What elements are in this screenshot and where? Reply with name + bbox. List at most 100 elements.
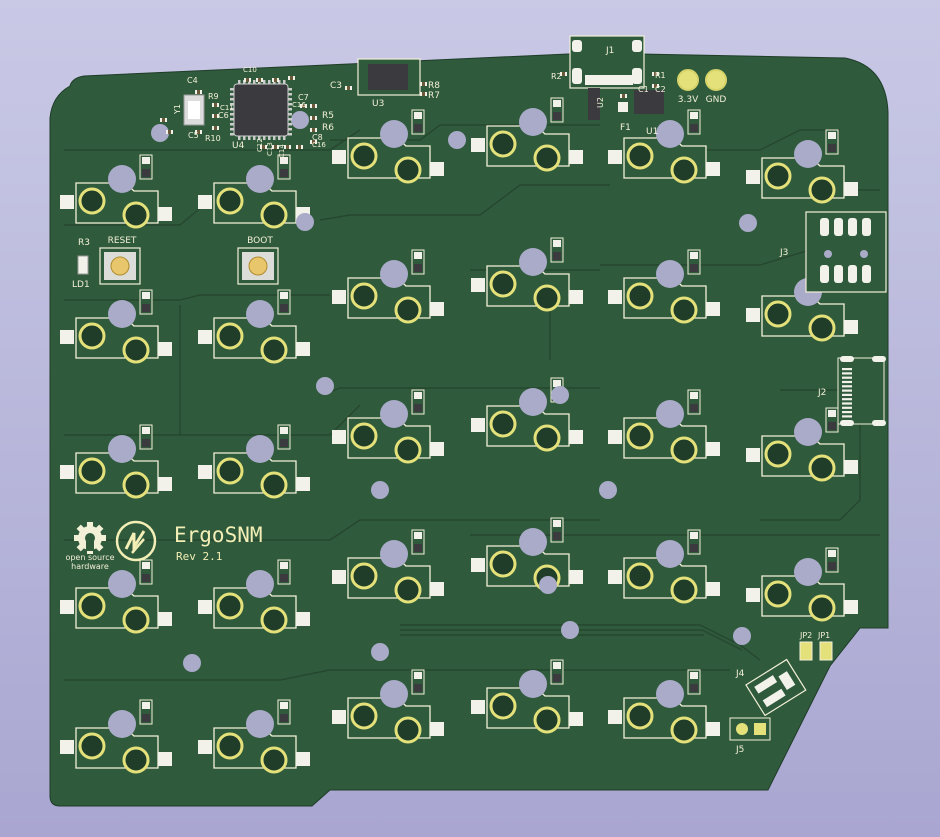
mounting-hole: [739, 214, 757, 232]
switch-footprints: [60, 97, 858, 774]
ergosnm-logo: [115, 520, 157, 562]
label-reset: RESET: [108, 236, 137, 246]
label-r6: R6: [322, 123, 334, 133]
regulator-body: [368, 64, 408, 90]
label-jp2: JP2: [799, 631, 812, 640]
key-switch-footprint: [332, 669, 444, 744]
key-switch-footprint: [60, 699, 172, 774]
jumper-jp1: [819, 641, 833, 661]
label-3v3: 3.3V: [678, 95, 699, 105]
mounting-hole: [151, 124, 169, 142]
key-switch-footprint: [471, 97, 583, 172]
mounting-hole: [539, 576, 557, 594]
key-switch-footprint: [471, 237, 583, 312]
fpc-connector-j2: [837, 356, 886, 426]
label-c7: C7: [298, 93, 309, 102]
label-j2: J2: [817, 388, 826, 398]
label-gnd: GND: [706, 95, 727, 105]
label-r9: R9: [208, 92, 219, 101]
key-switch-footprint: [332, 529, 444, 604]
led-ld1: [77, 255, 89, 275]
slide-switch-j4: [745, 658, 807, 717]
label-r8: R8: [428, 81, 440, 91]
key-switch-footprint: [60, 559, 172, 634]
label-c1: C1: [638, 85, 649, 94]
copper-traces: [64, 124, 880, 681]
label-u4: U4: [232, 141, 245, 151]
label-u2: U2: [596, 97, 605, 108]
mounting-hole: [371, 643, 389, 661]
usb-connector-j1: [569, 35, 664, 120]
label-j5: J5: [735, 745, 744, 755]
label-c12: C12: [256, 138, 264, 152]
label-j1: J1: [605, 46, 614, 56]
mcu-u4: [233, 83, 289, 137]
label-c16: C16: [312, 141, 326, 149]
oshw-logo: [74, 522, 106, 554]
mcu-area: [160, 58, 659, 149]
mounting-hole: [183, 654, 201, 672]
key-switch-footprint: [746, 129, 858, 204]
board-name: ErgoSNM: [174, 523, 263, 547]
label-r1: R1: [655, 71, 666, 80]
jumper-jp2: [799, 641, 813, 661]
key-switch-footprint: [608, 529, 720, 604]
label-c14: C14: [278, 144, 286, 158]
label-f1: F1: [620, 123, 631, 133]
oshw-text-line1: open source: [65, 553, 114, 562]
key-switch-footprint: [746, 407, 858, 482]
key-switch-footprint: [60, 289, 172, 364]
ldo-u1: [634, 90, 664, 114]
key-switch-footprint: [608, 109, 720, 184]
key-switch-footprint: [471, 659, 583, 734]
label-c3: C3: [330, 81, 342, 91]
key-switch-footprint: [471, 517, 583, 592]
label-r7: R7: [428, 91, 440, 101]
mounting-hole: [551, 386, 569, 404]
key-switch-footprint: [198, 424, 310, 499]
label-y1: Y1: [173, 104, 182, 115]
mounting-hole: [371, 481, 389, 499]
label-r5: R5: [322, 111, 334, 121]
key-switch-footprint: [198, 289, 310, 364]
board-revision: Rev 2.1: [176, 550, 222, 563]
connector-j3: [805, 211, 887, 293]
label-c6: C6: [218, 111, 229, 120]
label-r2: R2: [551, 72, 562, 81]
label-u1: U1: [646, 127, 658, 137]
label-j4: J4: [735, 669, 745, 679]
testpoint-gnd: [705, 69, 727, 91]
mounting-hole: [599, 481, 617, 499]
key-switch-footprint: [746, 547, 858, 622]
testpoint-3v3: [677, 69, 699, 91]
key-switch-footprint: [60, 424, 172, 499]
mounting-hole: [316, 377, 334, 395]
mounting-hole: [291, 111, 309, 129]
label-jp1: JP1: [817, 631, 830, 640]
oshw-text-line2: hardware: [71, 562, 109, 571]
silkscreen-labels: RESET BOOT 3.3V GND J1 J3 J2 J4 J5 JP2 J…: [72, 46, 830, 755]
key-switch-footprint: [198, 559, 310, 634]
label-c4: C4: [187, 76, 198, 85]
label-r10: R10: [205, 134, 221, 143]
label-ld1: LD1: [72, 280, 90, 290]
label-c10: C10: [243, 66, 257, 74]
usb-esd-u2: [588, 88, 600, 120]
label-c8: C8: [312, 133, 323, 142]
label-c2: C2: [655, 85, 666, 94]
key-switch-footprint: [60, 154, 172, 229]
key-switch-footprint: [198, 699, 310, 774]
mounting-holes: [151, 111, 757, 672]
mounting-hole: [448, 131, 466, 149]
label-j3: J3: [779, 248, 788, 258]
label-c11: C11: [220, 104, 234, 112]
battery-connector-j5: [729, 717, 771, 741]
mounting-hole: [296, 213, 314, 231]
label-boot: BOOT: [247, 236, 273, 246]
label-c16-top: C16: [292, 101, 306, 109]
mounting-hole: [733, 627, 751, 645]
mounting-hole: [561, 621, 579, 639]
label-c5: C5: [188, 131, 199, 140]
